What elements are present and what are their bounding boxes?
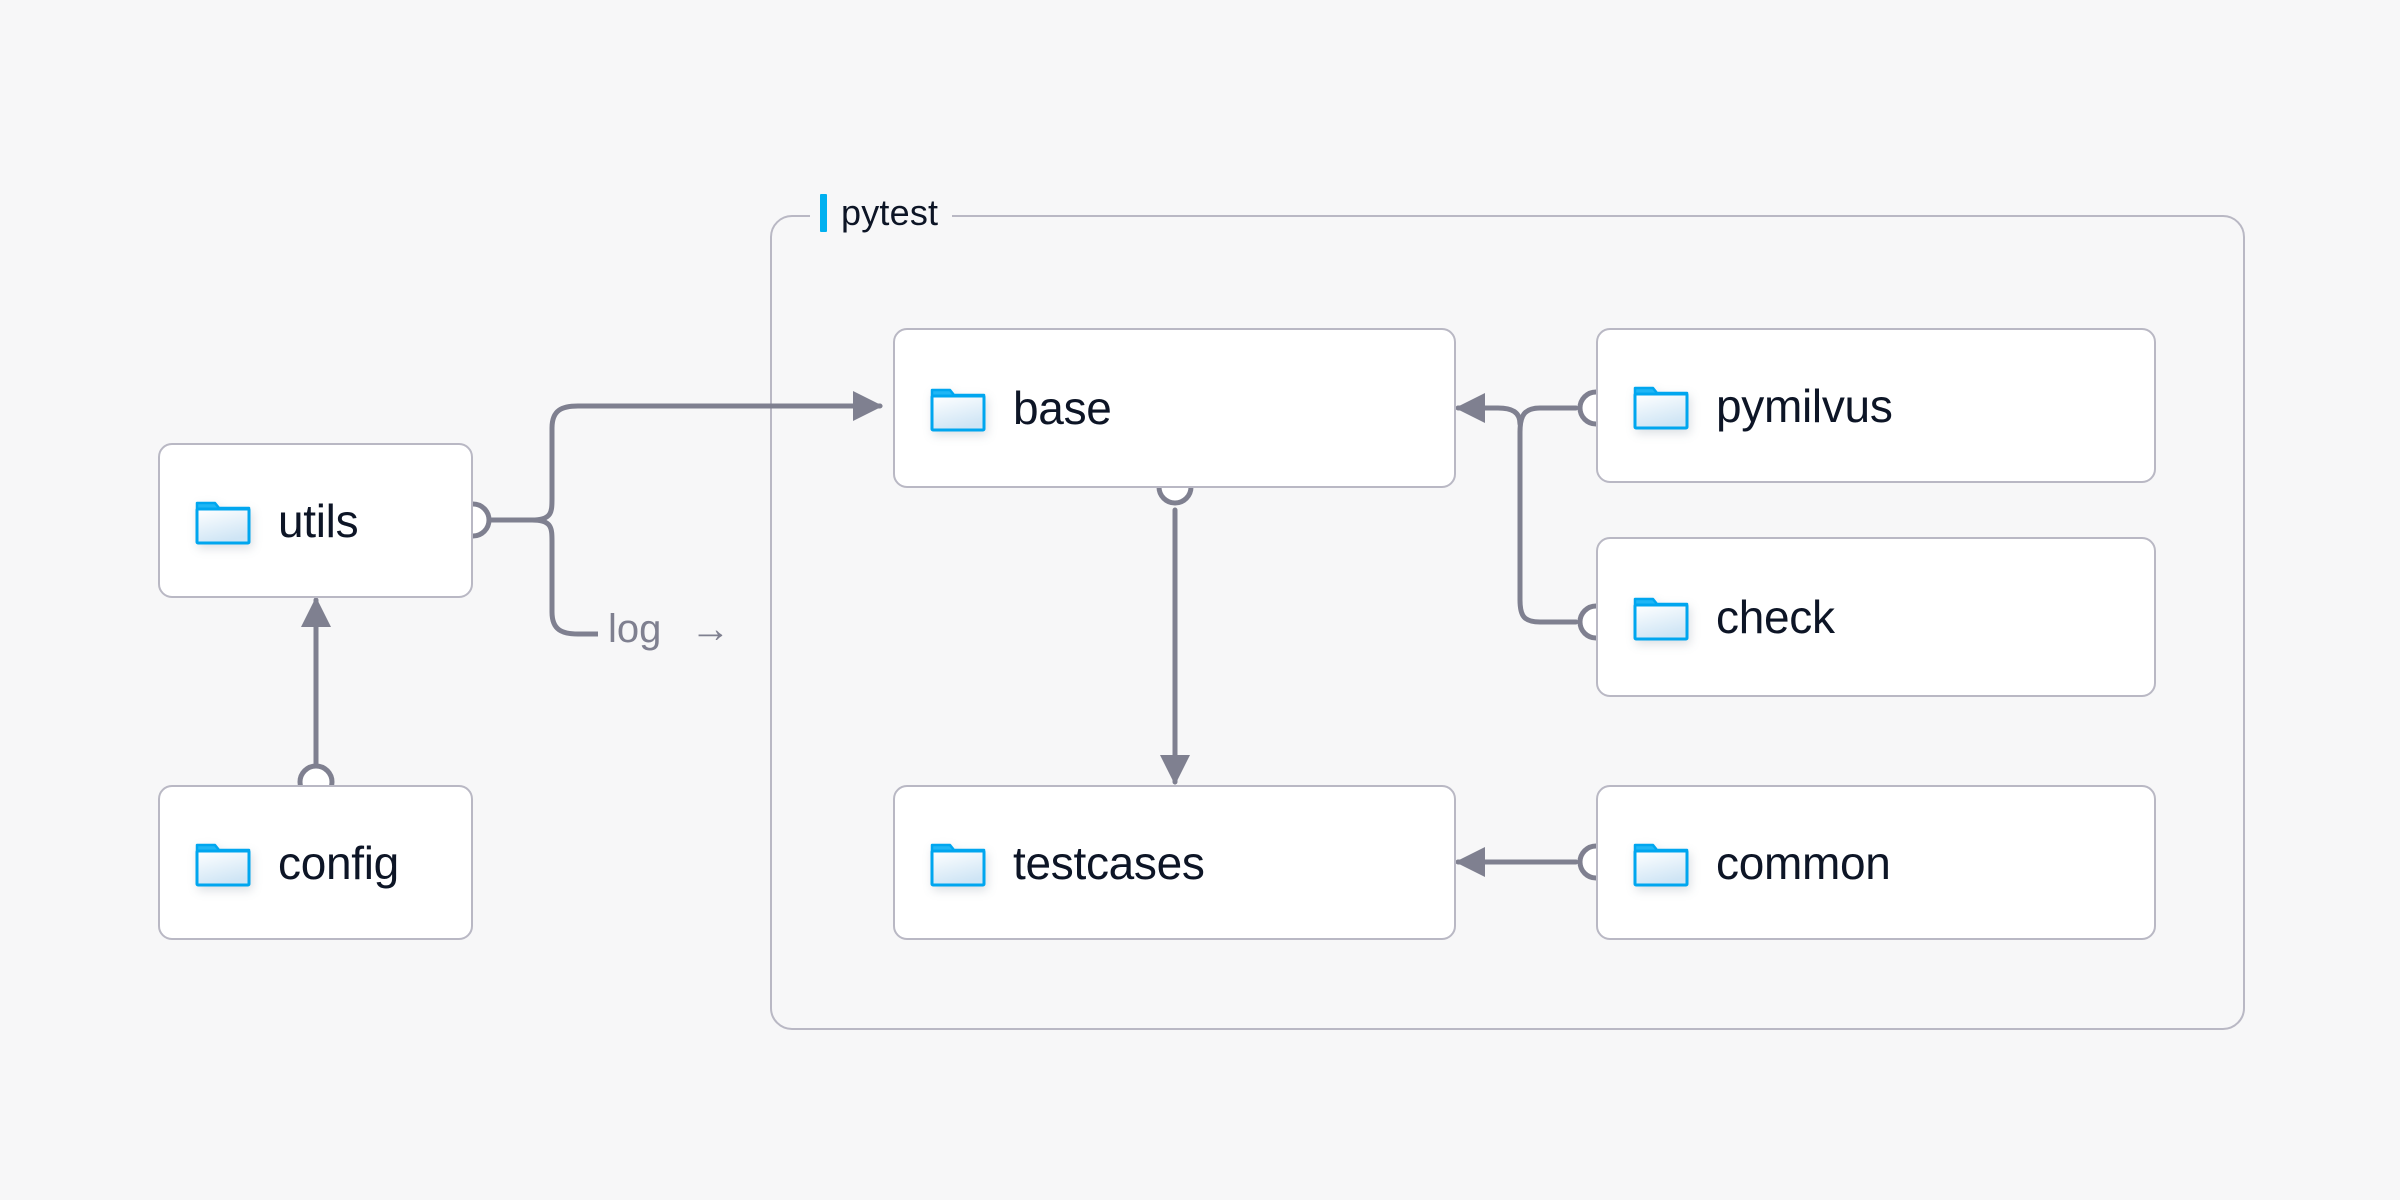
folder-icon	[194, 496, 252, 546]
edge-merge-to-base	[1455, 393, 1523, 427]
folder-icon	[929, 838, 987, 888]
group-pytest[interactable]	[770, 215, 2245, 1030]
node-pymilvus[interactable]: pymilvus	[1596, 328, 2156, 483]
edge-pymilvus-to-base	[1517, 405, 1579, 625]
node-config[interactable]: config	[158, 785, 473, 940]
group-title-text: pytest	[841, 192, 939, 233]
folder-icon	[1632, 838, 1690, 888]
node-label: testcases	[1013, 836, 1205, 889]
node-utils[interactable]: utils	[158, 443, 473, 598]
folder-icon	[1632, 381, 1690, 431]
folder-icon	[194, 838, 252, 888]
arrow-right-icon: →	[690, 607, 731, 651]
edge-utils-to-pytest-log	[529, 517, 613, 637]
node-common[interactable]: common	[1596, 785, 2156, 940]
folder-icon	[1632, 592, 1690, 642]
node-check[interactable]: check	[1596, 537, 2156, 697]
edge-label-log-text: log	[608, 607, 662, 651]
node-label: base	[1013, 382, 1112, 434]
edge-utils-to-base	[529, 391, 883, 523]
edge-label-log: log →	[598, 607, 741, 652]
accent-bar-icon	[820, 194, 827, 232]
node-testcases[interactable]: testcases	[893, 785, 1456, 940]
group-pytest-label: pytest	[810, 190, 953, 236]
node-base[interactable]: base	[893, 328, 1456, 488]
node-label: check	[1716, 591, 1835, 643]
folder-icon	[929, 383, 987, 433]
node-label: config	[278, 836, 399, 889]
node-label: pymilvus	[1716, 379, 1893, 432]
node-label: common	[1716, 836, 1891, 889]
node-label: utils	[278, 494, 359, 547]
